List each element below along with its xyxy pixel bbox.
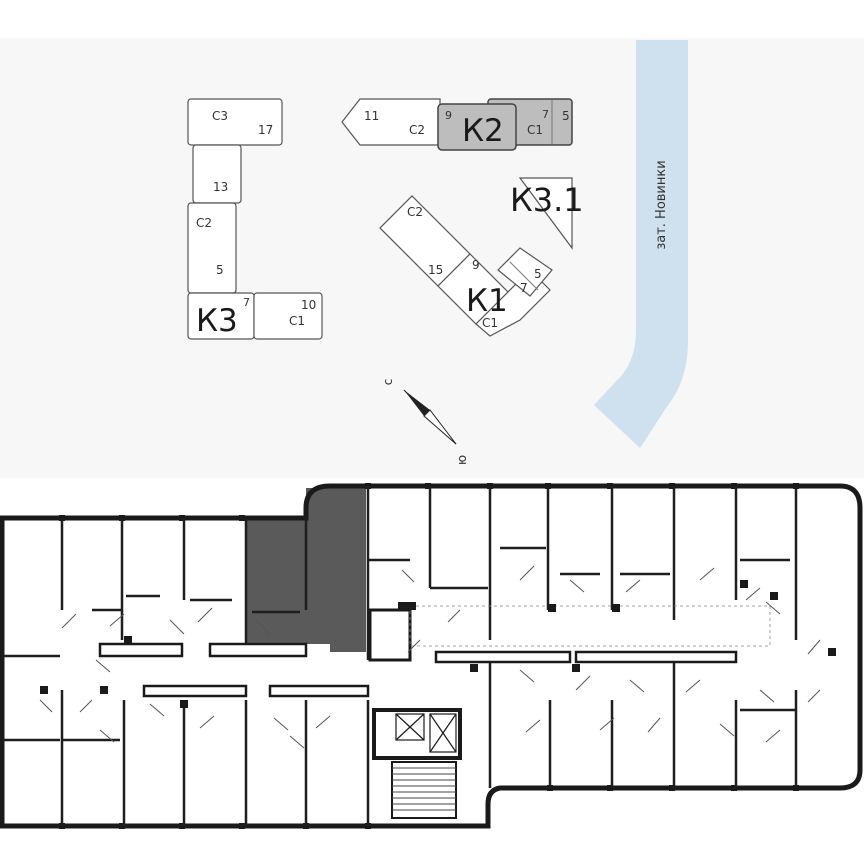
elevator-icon (395, 713, 457, 753)
compass-north-label: с (381, 379, 395, 386)
corridor-segment (574, 650, 738, 664)
lobby-room (368, 608, 412, 662)
k3-label: К3 (196, 303, 238, 339)
k3-10-text: 10 (301, 298, 316, 312)
k2-c1-text: C1 (527, 123, 543, 137)
building-k3-1[interactable]: К3.1 (510, 177, 584, 250)
k2-c2-text: C2 (409, 123, 425, 137)
k3-c1-text: C1 (289, 314, 305, 328)
elevator-core (372, 708, 462, 760)
floor-plan (0, 483, 863, 829)
k3-1-footprint (518, 177, 573, 250)
k3-section-13 (192, 144, 242, 204)
interior-walls (2, 486, 798, 826)
k1-15-text: 15 (428, 263, 443, 277)
compass-north-arrow-icon (404, 390, 430, 416)
street-label: зат. Новинки (654, 160, 669, 249)
k2-7-text: 7 (542, 108, 549, 121)
compass: с ю (381, 379, 469, 465)
building-k2[interactable]: 11 C2 9 7 C1 5 К2 (341, 98, 573, 151)
k3-7-text: 7 (243, 296, 250, 309)
corridor-segment (268, 684, 370, 698)
k2-5-text: 5 (562, 109, 570, 123)
compass-south-label: ю (455, 455, 469, 465)
fixtures (40, 580, 836, 708)
k3-c3-text: C3 (212, 109, 228, 123)
k2-11-text: 11 (364, 109, 379, 123)
k1-9-text: 9 (472, 258, 480, 272)
stairs-icon (391, 761, 457, 819)
k1-c1-text: C1 (482, 316, 498, 330)
corridor-segment (434, 650, 572, 664)
k2-label: К2 (462, 113, 504, 149)
corridor-segment (208, 642, 308, 658)
k1-c2-text: C2 (407, 205, 423, 219)
k1-5-text: 5 (534, 267, 542, 281)
k1-section-5 (497, 247, 553, 297)
building-k3[interactable]: C3 17 13 C2 5 7 10 C1 К3 (187, 98, 323, 340)
k3-13-text: 13 (213, 180, 228, 194)
river (594, 40, 688, 448)
k3-17-text: 17 (258, 123, 273, 137)
corridor-segment (142, 684, 248, 698)
compass-south-arrow-icon (423, 409, 457, 445)
main-corridor (409, 605, 771, 647)
k3-section-c3 (187, 98, 283, 146)
k3-section-c1 (253, 292, 323, 340)
building-k1[interactable]: C2 15 9 7 5 C1 К1 (379, 195, 553, 337)
outer-wall (0, 483, 863, 829)
k2-section-main (437, 103, 517, 151)
k2-9-text: 9 (445, 109, 452, 122)
k2-section-11 (341, 98, 441, 146)
k1-7-text: 7 (520, 281, 528, 295)
k3-5-text: 5 (216, 263, 224, 277)
door-swings (39, 565, 821, 749)
k3-c2-text: C2 (196, 216, 212, 230)
k1-label: К1 (466, 283, 508, 319)
k3-1-label: К3.1 (510, 181, 584, 219)
corridor-segment (98, 642, 184, 658)
